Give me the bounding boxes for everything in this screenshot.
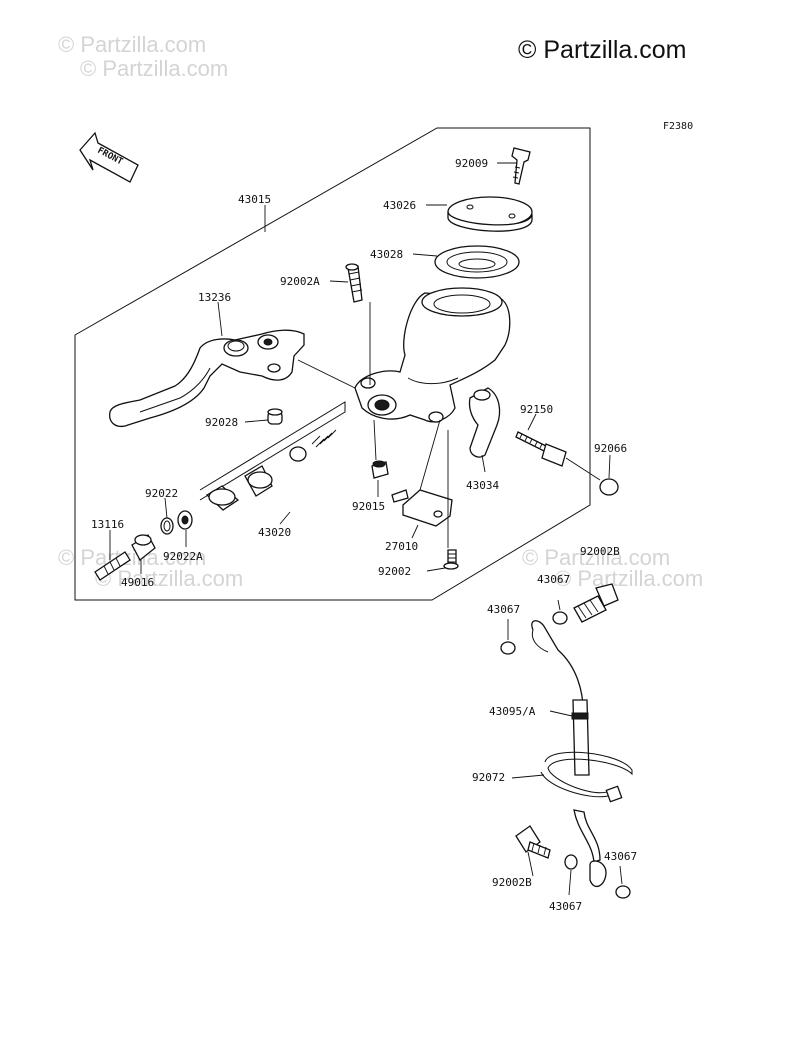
- label-92066: 92066: [594, 442, 627, 455]
- watermark-top-left: © Partzilla.com: [58, 32, 206, 57]
- label-92022: 92022: [145, 487, 178, 500]
- banjo-bolt-92002B-top: [573, 583, 619, 623]
- label-43028: 43028: [370, 248, 403, 261]
- label-92002B-top: 92002B: [580, 545, 620, 558]
- bolt-92150: [515, 431, 567, 467]
- banjo-bolt-92002B-bottom: [515, 825, 551, 859]
- leader-lines: [109, 162, 623, 896]
- brake-hose-43095A: [531, 620, 607, 888]
- label-92009: 92009: [455, 157, 488, 170]
- screw-92002: [443, 549, 459, 570]
- washer-43067-d: [615, 885, 631, 899]
- pushrod-13116: [94, 551, 131, 581]
- watermark-mid-right-2: © Partzilla.com: [555, 566, 703, 591]
- label-43067-d: 43067: [604, 850, 637, 863]
- label-43020: 43020: [258, 526, 291, 539]
- figure-code: F2380: [663, 121, 693, 132]
- label-43067-b: 43067: [487, 603, 520, 616]
- label-92022A: 92022A: [163, 550, 203, 563]
- watermark-mid-left-2: © Partzilla.com: [95, 566, 243, 591]
- label-43026: 43026: [383, 199, 416, 212]
- label-13236: 13236: [198, 291, 231, 304]
- screw-92009: [511, 147, 531, 185]
- label-43095A: 43095/A: [489, 705, 536, 718]
- label-92002: 92002: [378, 565, 411, 578]
- cap-92066: [599, 478, 619, 496]
- washer-43067-a: [552, 611, 568, 625]
- watermark-mid-left: © Partzilla.com: [58, 545, 206, 570]
- circlip-92022: [160, 517, 174, 535]
- washer-43067-b: [500, 641, 516, 655]
- label-49016: 49016: [121, 576, 154, 589]
- label-13116: 13116: [91, 518, 124, 531]
- washer-92022A: [177, 510, 193, 530]
- label-43067-a: 43067: [537, 573, 570, 586]
- label-43067-c: 43067: [549, 900, 582, 913]
- sleeve-92028: [267, 408, 283, 425]
- bleed-screw-92002A: [345, 263, 363, 303]
- label-92150: 92150: [520, 403, 553, 416]
- label-92015: 92015: [352, 500, 385, 513]
- label-43015: 43015: [238, 193, 271, 206]
- label-92002B-bottom: 92002B: [492, 876, 532, 889]
- brand-logo: © Partzilla.com: [518, 36, 686, 64]
- watermark-top-left-2: © Partzilla.com: [80, 56, 228, 81]
- label-27010: 27010: [385, 540, 418, 553]
- washer-43067-c: [564, 854, 578, 870]
- watermark-mid-right: © Partzilla.com: [522, 545, 670, 570]
- assembly-outline: [74, 127, 591, 601]
- boot-49016: [131, 534, 156, 561]
- hose-clamp-92072: [540, 751, 633, 803]
- front-arrow-icon: FRONT: [79, 131, 139, 183]
- piston-kit-43020: [199, 401, 346, 511]
- label-92002A: 92002A: [280, 275, 320, 288]
- label-92072: 92072: [472, 771, 505, 784]
- brake-switch-27010: [391, 489, 453, 527]
- label-43034: 43034: [466, 479, 499, 492]
- label-92028: 92028: [205, 416, 238, 429]
- master-cylinder-body: [354, 287, 511, 423]
- brake-lever-13236: [109, 329, 305, 428]
- reservoir-cap-43026: [447, 196, 533, 232]
- diaphragm-43028: [434, 245, 520, 279]
- bushing-92015: [371, 460, 389, 479]
- clamp-43034: [468, 387, 501, 458]
